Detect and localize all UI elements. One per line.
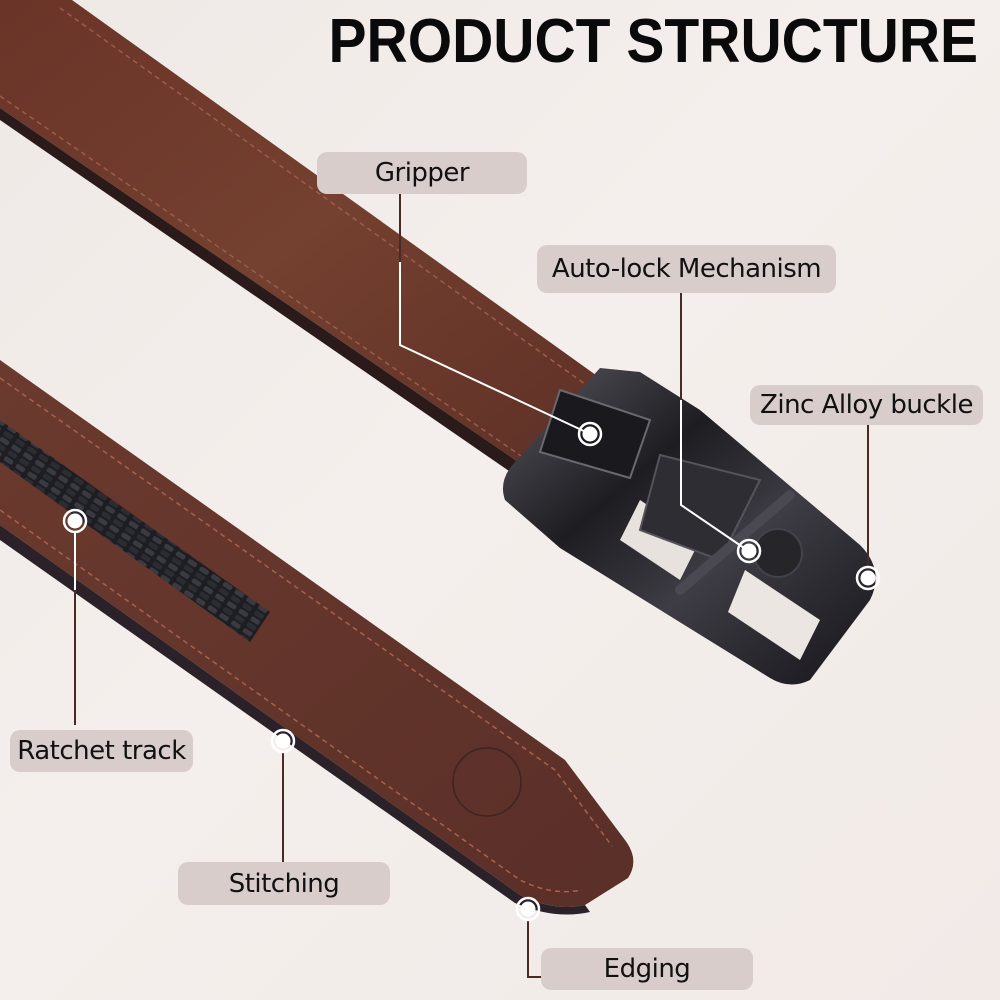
callout-auto-lock-mechanism: Auto-lock Mechanism [537, 245, 836, 293]
callout-markers [62, 421, 881, 922]
ratchet-track-teeth [0, 420, 270, 642]
upper-belt-strap [0, 0, 600, 480]
callout-gripper: Gripper [317, 152, 527, 194]
zinc-alloy-marker-icon [855, 565, 881, 591]
stitching-marker-icon [270, 728, 296, 754]
callout-edging: Edging [541, 948, 753, 990]
page-title: PRODUCT STRUCTURE [328, 7, 978, 76]
ratchet-track-marker-icon [62, 508, 88, 534]
buckle-illustration [502, 368, 876, 685]
leader-lines [74, 194, 869, 978]
callout-zinc-alloy-buckle: Zinc Alloy buckle [750, 385, 983, 425]
embossed-logo [452, 747, 522, 817]
auto-lock-marker-icon [736, 538, 762, 564]
callout-stitching: Stitching [178, 862, 390, 905]
callout-ratchet-track: Ratchet track [10, 730, 193, 772]
lower-belt-strap [0, 360, 634, 915]
gripper-marker-icon [577, 421, 603, 447]
edging-marker-icon [515, 896, 541, 922]
